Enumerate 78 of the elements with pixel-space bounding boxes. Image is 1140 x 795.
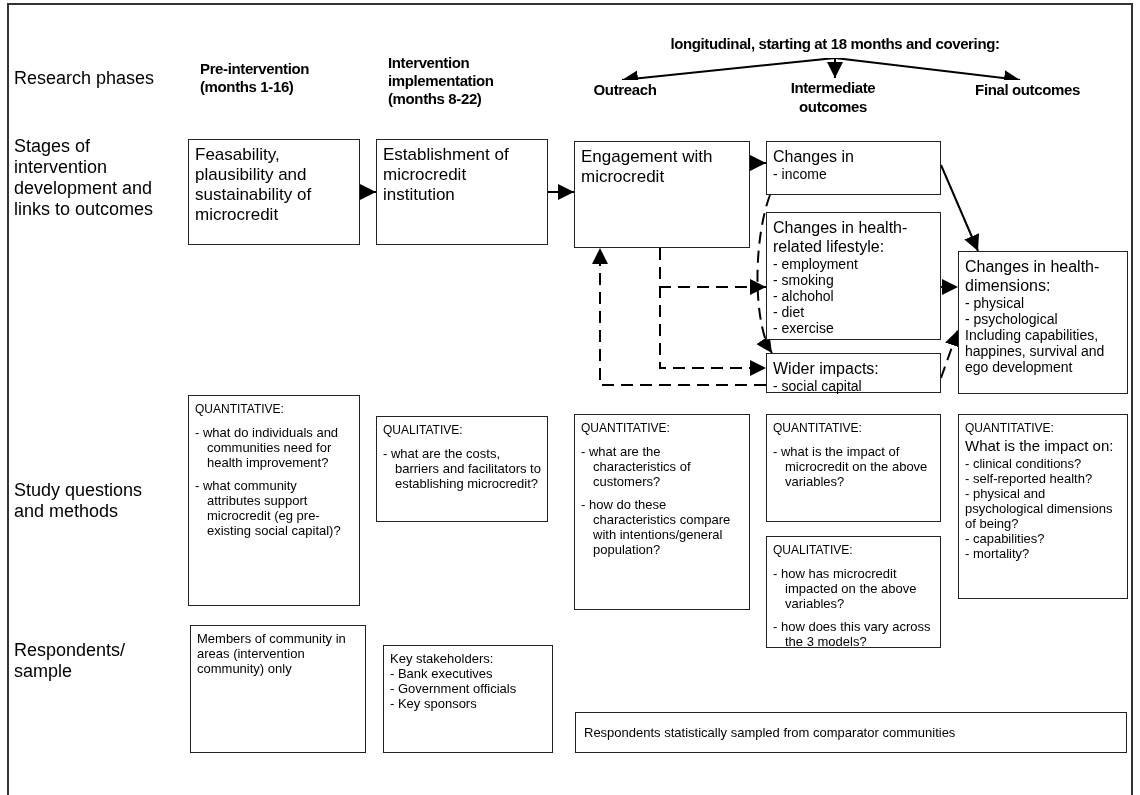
row-label: Study questions and methods (14, 480, 144, 522)
arrow (940, 279, 959, 295)
box-text: - employment (773, 256, 859, 272)
arrow (749, 155, 767, 171)
box-heading: Members of community in areas (intervention community) only (197, 631, 347, 676)
row-label: Research phases (14, 68, 156, 89)
box-text: - capabilities? (965, 531, 1046, 546)
arrow (940, 164, 980, 252)
process-box (383, 645, 553, 753)
process-box (188, 395, 360, 606)
arrow (359, 184, 377, 200)
process-box (575, 712, 1127, 753)
box-heading: Feasability, plausibility and sustainability of microcredit (195, 145, 313, 225)
box-text: - mortality? (965, 546, 1031, 561)
box-text: - what are the costs, barriers and facilitators to establishing microcredit? (383, 446, 541, 491)
process-box (188, 139, 360, 245)
box-text: - how does this vary across the 3 models? (773, 619, 932, 649)
box-heading: QUANTITATIVE: (773, 420, 863, 436)
box-text: - alchohol (773, 288, 835, 304)
arrow (827, 57, 843, 79)
process-box (958, 414, 1128, 599)
phase-heading: Final outcomes (974, 80, 1081, 99)
box-text: - income (773, 166, 828, 182)
box-text: What is the impact on: (965, 436, 1115, 456)
process-box (376, 139, 548, 245)
process-box (376, 416, 548, 522)
arrow (547, 184, 575, 200)
arrow (592, 247, 767, 386)
arrow (659, 247, 767, 376)
box-heading: Establishment of microcredit institution (383, 145, 510, 205)
box-text: - what community attributes support microcredit (eg pre-existing social capital)? (195, 478, 342, 538)
box-text: - diet (773, 304, 806, 320)
box-text: - physical (965, 295, 1026, 311)
box-text: - exercise (773, 320, 835, 336)
box-heading: Respondents statistically sampled from comparator communities (584, 725, 956, 740)
process-box (958, 251, 1128, 394)
box-text: - Key sponsors (390, 696, 478, 711)
phase-heading: Outreach (592, 80, 658, 99)
box-heading: Changes in (773, 147, 855, 166)
box-heading: Changes in health-dimensions: (965, 257, 1101, 295)
process-box (766, 414, 941, 522)
box-heading: QUALITATIVE: (773, 542, 854, 558)
phase-heading: Intermediate outcomes (789, 78, 877, 116)
box-heading: Engagement with microcredit (581, 147, 714, 187)
box-text: - Bank executives (390, 666, 494, 681)
process-box (574, 414, 750, 610)
box-heading: Changes in health-related lifestyle: (773, 218, 909, 256)
box-text: - psychological (965, 311, 1059, 327)
process-box (766, 212, 941, 340)
process-box (766, 141, 941, 195)
phase-heading: Intervention implementation (months 8-22) (388, 54, 495, 108)
box-text: Including capabilities, happines, survival and ego development (965, 327, 1106, 375)
box-text: - how has microcredit impacted on the above variables? (773, 566, 918, 611)
box-heading: QUANTITATIVE: (581, 420, 671, 436)
box-heading: QUALITATIVE: (383, 422, 464, 438)
box-text: - what do individuals and communities need for health improvement? (195, 425, 340, 470)
row-label: Stages of intervention development and links to outcomes (14, 136, 155, 220)
phase-heading: longitudinal, starting at 18 months and covering: (669, 34, 1001, 53)
row-label: Respondents/ sample (14, 640, 127, 682)
box-text: - Government officials (390, 681, 518, 696)
phase-heading: Pre-intervention (months 1-16) (200, 60, 311, 96)
process-box (574, 141, 750, 248)
box-text: - social capital (773, 378, 863, 394)
box-text: - how do these characteristics compare with intentions/general population? (581, 497, 732, 557)
box-text: - clinical conditions? (965, 456, 1083, 471)
box-heading: Key stakeholders: (390, 651, 495, 666)
box-text: - physical and psychological dimensions of being? (965, 486, 1114, 531)
box-text: - what are the characteristics of customers? (581, 444, 692, 489)
process-box (766, 353, 941, 393)
process-box (766, 536, 941, 648)
box-text: - what is the impact of microcredit on the above variables? (773, 444, 929, 489)
box-heading: QUANTITATIVE: (195, 401, 285, 417)
arrow (756, 194, 773, 354)
box-text: - self-reported health? (965, 471, 1094, 486)
box-text: - smoking (773, 272, 835, 288)
process-box (190, 625, 366, 753)
box-heading: QUANTITATIVE: (965, 420, 1055, 436)
box-heading: Wider impacts: (773, 359, 880, 378)
